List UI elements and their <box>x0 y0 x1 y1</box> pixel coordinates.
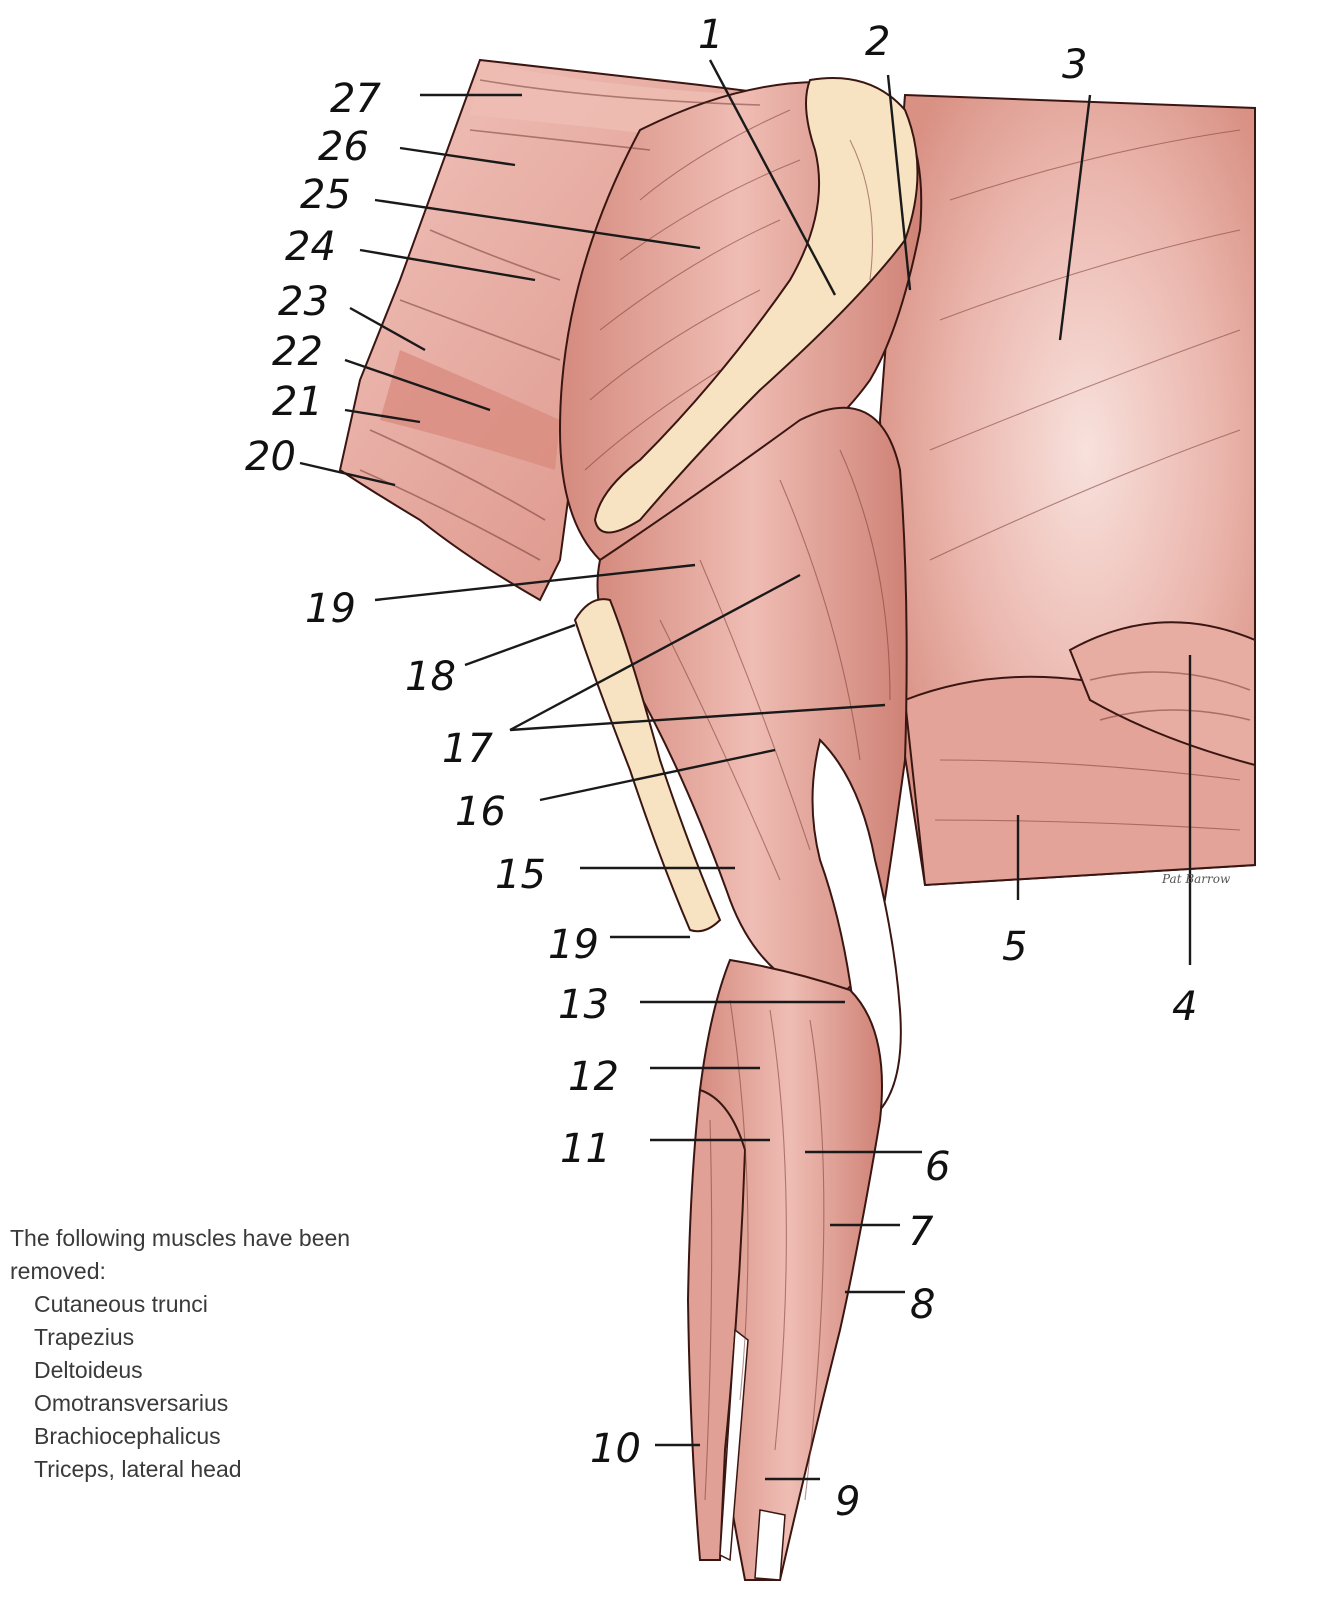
leader-23 <box>349 306 426 352</box>
label-24: 24 <box>285 224 336 270</box>
leader-19 <box>374 563 696 602</box>
list-item: Deltoideus <box>34 1357 143 1383</box>
label-22: 22 <box>272 329 323 375</box>
label-10: 10 <box>590 1426 641 1472</box>
label-17: 17 <box>442 726 493 772</box>
list-item: Cutaneous trunci <box>34 1291 208 1317</box>
fiber-hatching <box>359 79 1251 1501</box>
leader-18 <box>464 623 576 667</box>
label-25: 25 <box>300 172 351 218</box>
pectoral-muscle <box>1068 621 1256 767</box>
label-4: 4 <box>1172 984 1197 1030</box>
leader-1 <box>708 59 837 296</box>
label-16: 16 <box>455 789 506 835</box>
list-item: Omotransversarius <box>34 1390 229 1416</box>
removed-muscles-note: The following muscles have been removed:… <box>10 1222 430 1486</box>
removed-muscles-list: Cutaneous trunci Trapezius Deltoideus Om… <box>10 1288 430 1486</box>
label-7: 7 <box>908 1209 934 1255</box>
leader-16 <box>539 748 776 802</box>
leader-17a <box>509 573 801 732</box>
artist-signature: Pat Barrow <box>1161 872 1231 886</box>
label-12: 12 <box>568 1054 619 1100</box>
label-9: 9 <box>835 1479 860 1525</box>
label-1: 1 <box>698 12 723 58</box>
list-item: Triceps, lateral head <box>34 1456 242 1482</box>
carpal-tendon-2 <box>754 1509 786 1581</box>
label-15: 15 <box>495 852 546 898</box>
neck-band-lower <box>380 350 560 470</box>
label-19: 19 <box>305 586 356 632</box>
leader-26 <box>399 146 516 167</box>
label-23: 23 <box>278 279 329 325</box>
label-13: 13 <box>558 982 609 1028</box>
label-21: 21 <box>272 379 323 425</box>
label-3: 3 <box>1062 42 1087 88</box>
leader-20 <box>299 461 396 487</box>
leader-3 <box>1058 94 1092 341</box>
number-labels: 1 2 3 4 5 6 7 8 9 10 11 12 13 19 15 16 1… <box>245 12 1197 1525</box>
list-item: Trapezius <box>34 1324 135 1350</box>
leader-2 <box>886 74 912 291</box>
list-item: Brachiocephalicus <box>34 1423 221 1449</box>
note-heading: The following muscles have been removed: <box>10 1225 351 1284</box>
leader-22 <box>344 358 491 412</box>
label-19b: 19 <box>548 922 599 968</box>
humerus-bone <box>573 598 722 933</box>
label-11: 11 <box>560 1126 611 1172</box>
label-18: 18 <box>405 654 456 700</box>
leader-lines <box>299 59 1192 1481</box>
label-2: 2 <box>865 19 890 65</box>
leader-21 <box>344 408 421 424</box>
leader-17b <box>509 703 886 732</box>
label-27: 27 <box>330 76 381 122</box>
leader-25 <box>374 198 701 250</box>
label-20: 20 <box>245 434 296 480</box>
label-5: 5 <box>1002 924 1027 970</box>
leader-24 <box>359 248 536 282</box>
label-6: 6 <box>925 1144 950 1190</box>
label-26: 26 <box>318 124 369 170</box>
label-8: 8 <box>910 1282 935 1328</box>
